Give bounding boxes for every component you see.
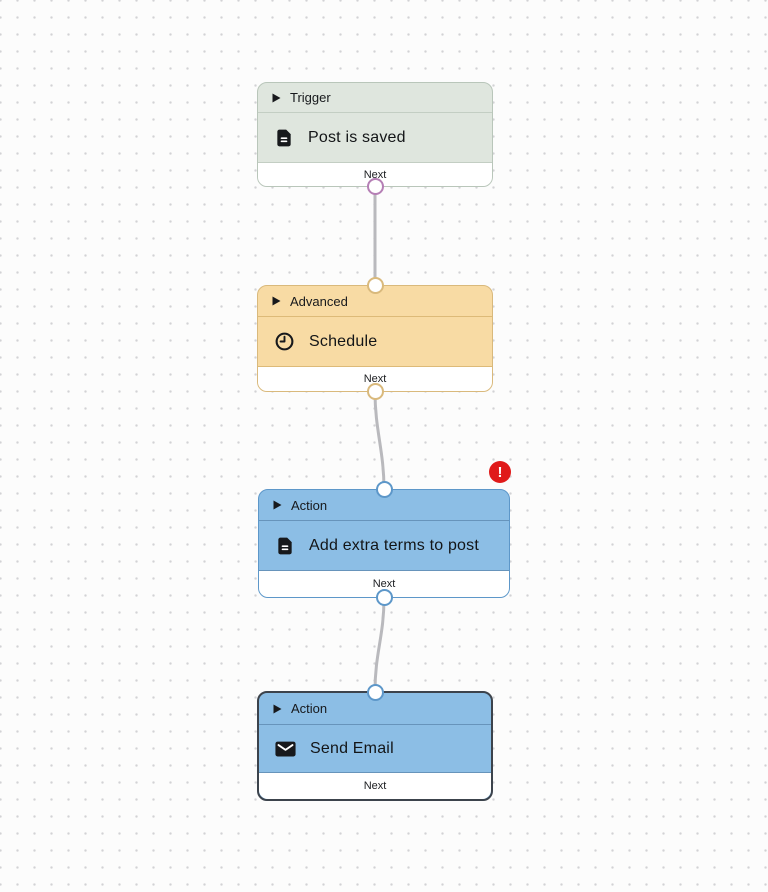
disclosure-triangle-icon[interactable] — [272, 296, 281, 306]
document-icon — [275, 536, 295, 556]
output-port[interactable] — [376, 589, 393, 606]
next-label: Next — [363, 780, 387, 792]
edge-action1-to-action2[interactable] — [373, 596, 386, 693]
node-title: Schedule — [309, 332, 378, 350]
node-header[interactable]: Trigger — [258, 83, 492, 113]
edge-advanced-to-action1[interactable] — [373, 390, 386, 491]
disclosure-triangle-icon[interactable] — [273, 704, 282, 714]
node-category-label: Advanced — [290, 293, 348, 309]
node-header[interactable]: Action — [259, 693, 491, 725]
next-label: Next — [372, 578, 396, 590]
input-port[interactable] — [367, 684, 384, 701]
node-footer-next[interactable]: Next — [259, 570, 509, 597]
node-header[interactable]: Action — [259, 490, 509, 521]
input-port[interactable] — [367, 277, 384, 294]
node-title: Post is saved — [308, 128, 406, 146]
envelope-icon — [275, 741, 296, 757]
node-body[interactable]: Send Email — [259, 725, 491, 772]
output-port[interactable] — [367, 178, 384, 195]
node-body[interactable]: Schedule — [258, 317, 492, 366]
input-port[interactable] — [376, 481, 393, 498]
node-category-label: Trigger — [290, 90, 331, 105]
node-action-send-email[interactable]: Action Send Email Next — [257, 684, 493, 801]
disclosure-triangle-icon[interactable] — [273, 500, 282, 510]
node-action-add-extra-terms[interactable]: Action Add extra terms to post Next ! — [258, 461, 511, 606]
node-title: Send Email — [310, 739, 394, 757]
node-body[interactable]: Post is saved — [258, 113, 492, 162]
clock-icon — [274, 331, 295, 352]
next-label: Next — [363, 373, 387, 385]
next-label: Next — [363, 168, 387, 181]
error-badge[interactable]: ! — [489, 461, 511, 483]
node-footer-next[interactable]: Next — [259, 772, 491, 799]
node-category-label: Action — [291, 701, 328, 716]
node-category-label: Action — [291, 497, 328, 513]
node-footer-next[interactable]: Next — [258, 162, 492, 186]
disclosure-triangle-icon[interactable] — [272, 93, 281, 103]
node-body[interactable]: Add extra terms to post — [259, 521, 509, 570]
node-header[interactable]: Advanced — [258, 286, 492, 317]
node-trigger[interactable]: Trigger Post is saved Next — [257, 82, 493, 195]
node-title: Add extra terms to post — [309, 536, 480, 554]
document-icon — [274, 128, 294, 148]
output-port[interactable] — [367, 383, 384, 400]
node-footer-next[interactable]: Next — [258, 366, 492, 391]
node-advanced[interactable]: Advanced Schedule Next — [257, 277, 493, 400]
